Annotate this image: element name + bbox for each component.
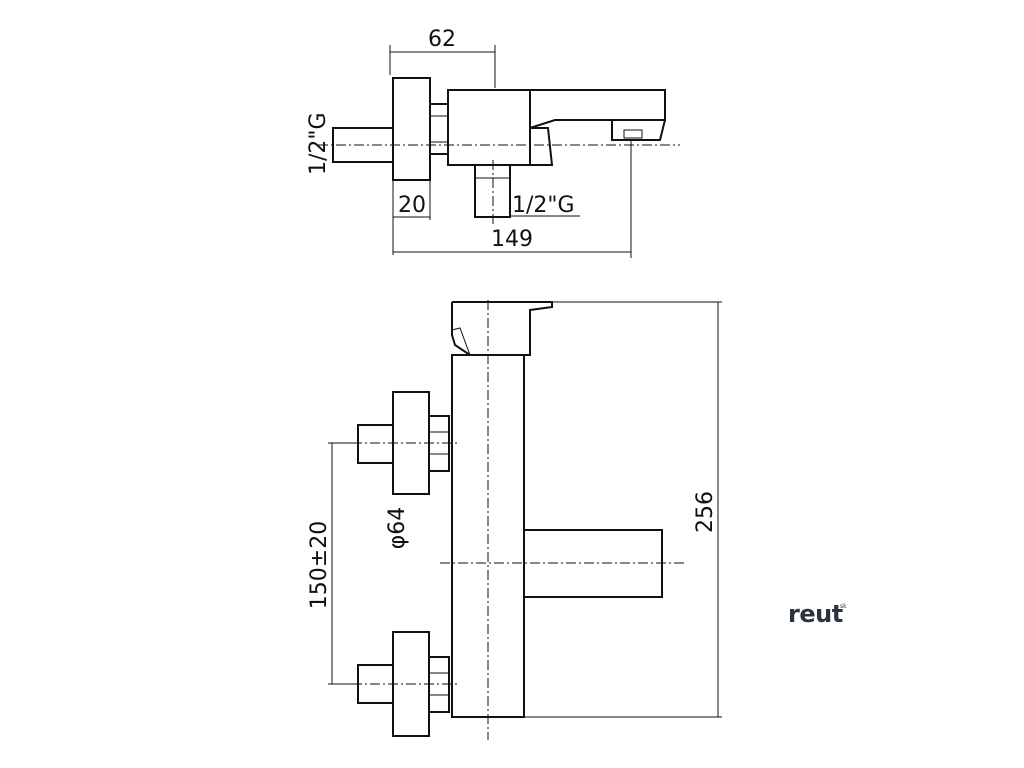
dim-top-width: 62 bbox=[428, 27, 456, 52]
brand-logo: reut sk bbox=[788, 600, 847, 628]
dim-inlet-spacing: 150±20 bbox=[307, 521, 332, 609]
top-view: 62 1/2"G 1/2"G 20 149 bbox=[306, 27, 680, 258]
dim-flange-diameter: φ64 bbox=[385, 507, 410, 550]
logo-text: reut bbox=[788, 600, 843, 628]
dim-inlet-thread-side: 1/2"G bbox=[306, 112, 331, 175]
front-view: 256 150±20 φ64 bbox=[307, 300, 722, 740]
dim-flange-thickness: 20 bbox=[398, 193, 426, 218]
dim-height: 256 bbox=[693, 491, 718, 533]
dim-outlet-thread: 1/2"G bbox=[512, 193, 575, 218]
dim-total-depth: 149 bbox=[491, 227, 533, 252]
logo-superscript: sk bbox=[840, 603, 847, 610]
